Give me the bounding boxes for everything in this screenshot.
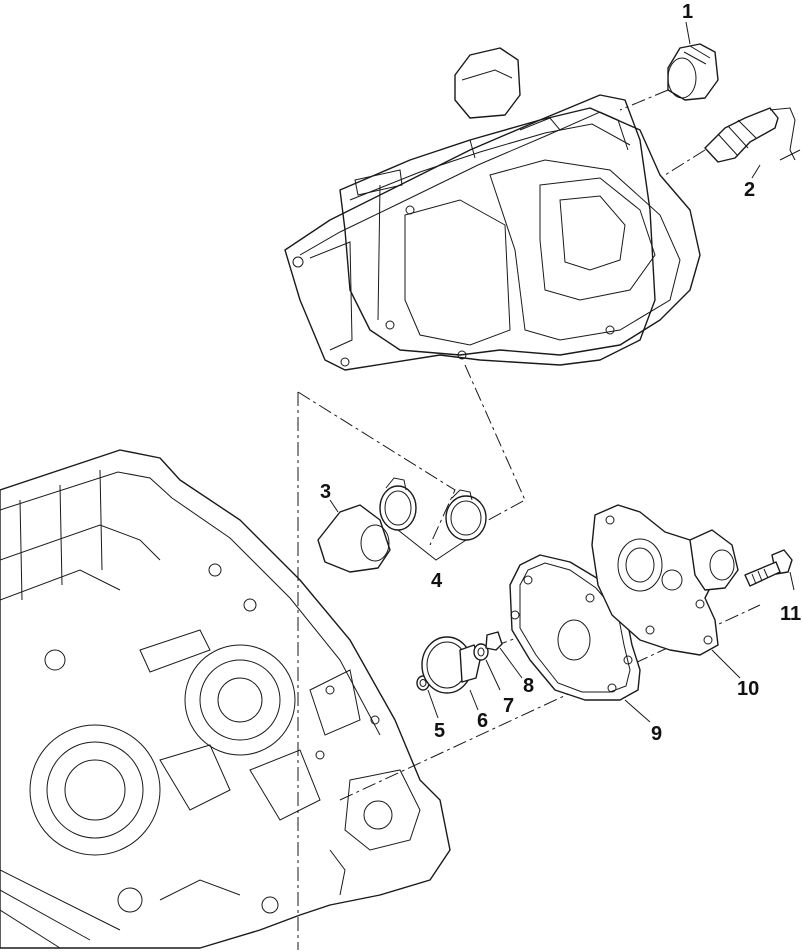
callout-labels: 1 2 3 4 5 6 7 8 9 10 11 bbox=[320, 1, 801, 745]
callout-9: 9 bbox=[651, 723, 662, 745]
pump-cover-part-10 bbox=[591, 504, 741, 679]
cylinder-head-assembly bbox=[284, 47, 701, 371]
callout-3: 3 bbox=[320, 481, 331, 503]
callout-7: 7 bbox=[503, 695, 514, 717]
callout-1: 1 bbox=[682, 1, 693, 23]
callout-8: 8 bbox=[523, 675, 534, 697]
bolt-part-11 bbox=[744, 549, 795, 591]
callout-2: 2 bbox=[744, 179, 755, 201]
callout-10: 10 bbox=[737, 678, 759, 700]
impeller-part-6 bbox=[421, 636, 481, 711]
spark-plug-part-2 bbox=[664, 107, 801, 179]
cap-part-1 bbox=[619, 21, 719, 111]
callout-11: 11 bbox=[780, 603, 801, 625]
crankcase-assembly bbox=[0, 449, 451, 949]
washer-part-7 bbox=[473, 643, 501, 691]
hose-clamps-part-4 bbox=[379, 477, 487, 561]
hose-sleeve-part-3 bbox=[317, 499, 391, 573]
callout-4: 4 bbox=[431, 570, 443, 592]
callout-6: 6 bbox=[477, 710, 488, 732]
callout-5: 5 bbox=[434, 720, 445, 742]
seal-part-8 bbox=[485, 631, 523, 679]
